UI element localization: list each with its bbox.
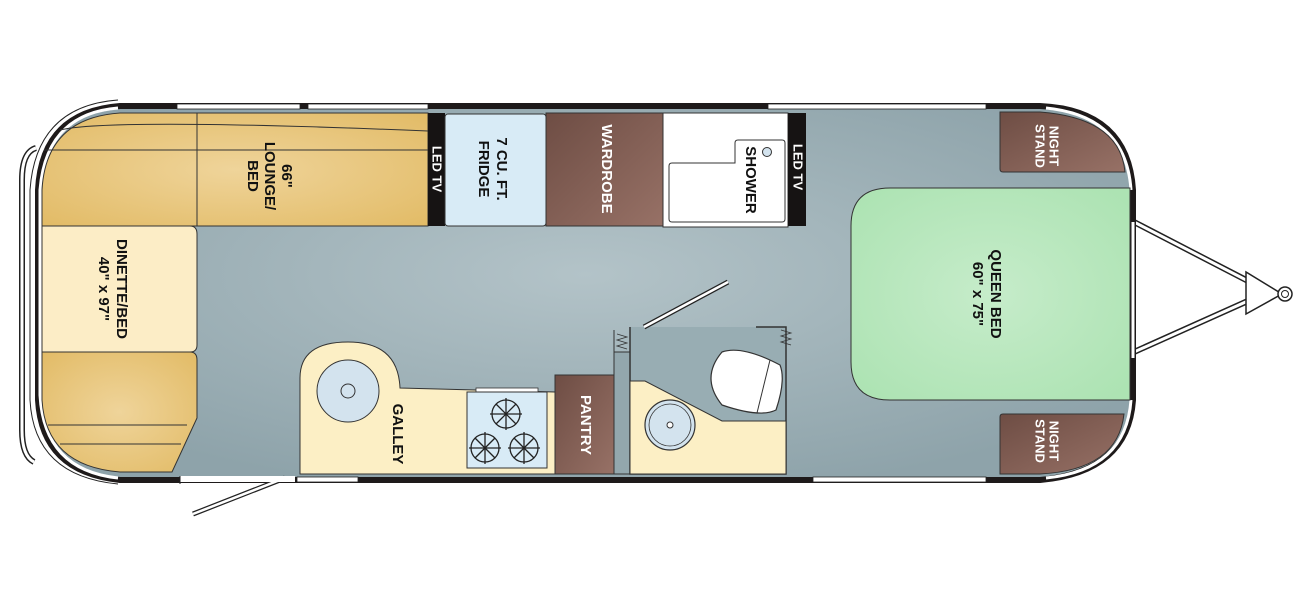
galley: GALLEY <box>299 341 556 475</box>
lounge-label-line3: BED <box>244 160 261 192</box>
night-stand-top: NIGHT STAND <box>999 111 1126 173</box>
window-top-3 <box>767 103 987 110</box>
pantry-label: PANTRY <box>577 395 594 455</box>
bathroom <box>613 279 793 475</box>
shower-drain-icon <box>762 147 772 157</box>
night-stand-bottom-line1: NIGHT <box>1047 421 1062 462</box>
dinette-bed: DINETTE/BED 40" x 97" <box>41 225 198 353</box>
shower: SHOWER <box>662 112 789 228</box>
queen-bed: QUEEN BED 60" x 75" <box>850 187 1131 401</box>
queen-bed-label-line1: QUEEN BED <box>987 249 1004 338</box>
night-stand-bottom: NIGHT STAND <box>999 413 1125 475</box>
led-tv-left: LED TV <box>428 113 445 226</box>
entry-door[interactable] <box>192 475 286 517</box>
hitch-tongue <box>1132 219 1293 355</box>
night-stand-top-line2: STAND <box>1033 124 1048 168</box>
window-bottom-1 <box>296 476 359 483</box>
window-bottom-2 <box>812 476 987 483</box>
led-tv-right-label: LED TV <box>791 144 806 191</box>
queen-bed-label-line2: 60" x 75" <box>969 262 986 326</box>
fridge-label-line1: 7 CU. FT. <box>493 137 510 200</box>
night-stand-bottom-line2: STAND <box>1033 419 1048 463</box>
night-stand-top-line1: NIGHT <box>1047 126 1062 167</box>
bathroom-door[interactable] <box>642 279 730 330</box>
window-top-2 <box>307 103 429 110</box>
led-tv-left-label: LED TV <box>430 146 445 193</box>
dinette-label-line2: 40" x 97" <box>95 257 112 321</box>
toilet-icon <box>710 349 783 414</box>
lounge-bed: 66" LOUNGE/ BED <box>41 112 429 227</box>
shower-label: SHOWER <box>742 146 759 214</box>
fridge-label-line2: FRIDGE <box>475 141 492 198</box>
lounge-label-line1: 66" <box>278 164 295 188</box>
dinette-label-line1: DINETTE/BED <box>113 239 130 339</box>
fridge: 7 CU. FT. FRIDGE <box>444 113 547 227</box>
window-top-1 <box>176 103 301 110</box>
led-tv-right: LED TV <box>788 113 806 226</box>
wardrobe-label: WARDROBE <box>598 124 615 213</box>
stove-cooktop-icon <box>466 387 548 469</box>
lounge-label-line2: LOUNGE/ <box>261 142 278 211</box>
wardrobe: WARDROBE <box>545 112 664 227</box>
pantry: PANTRY <box>554 374 615 475</box>
dinette-seat-bottom <box>41 351 198 473</box>
galley-label: GALLEY <box>389 404 406 465</box>
